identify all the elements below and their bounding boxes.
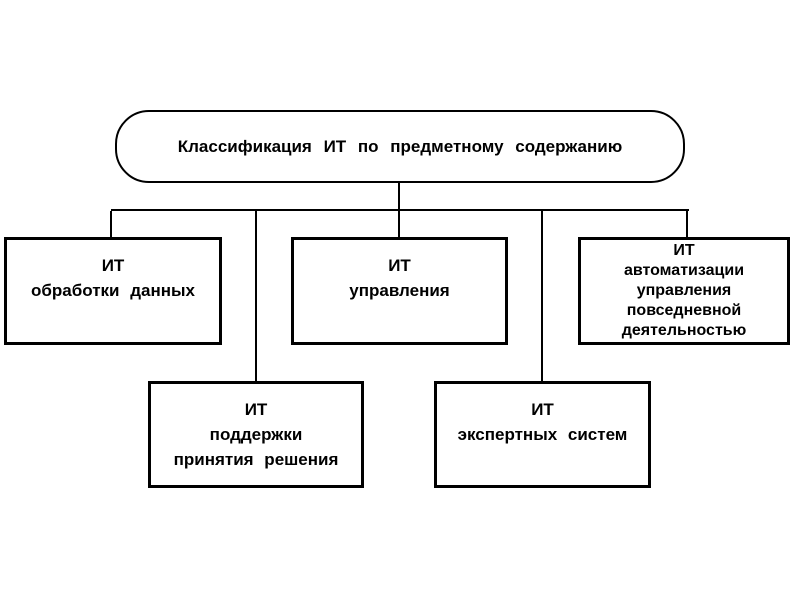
node-line: повседневной bbox=[626, 302, 742, 319]
node-it-daily-automation: ИТ автоматизации управления повседневной… bbox=[578, 237, 790, 345]
node-it-expert-systems: ИТ экспертных систем bbox=[434, 381, 651, 488]
connector-trunk bbox=[111, 209, 689, 211]
node-line: обработки данных bbox=[31, 281, 195, 300]
node-line: автоматизации bbox=[623, 262, 745, 279]
node-line: управления bbox=[349, 281, 450, 300]
connector-drop-daily-automation bbox=[686, 211, 688, 237]
root-node-classification: Классификация ИТ по предметному содержан… bbox=[115, 110, 685, 183]
node-line: ИТ bbox=[673, 242, 695, 259]
node-line: ИТ bbox=[244, 400, 268, 419]
node-line: поддержки bbox=[209, 425, 303, 444]
node-it-data-processing: ИТ обработки данных bbox=[4, 237, 222, 345]
node-line: ИТ bbox=[101, 256, 125, 275]
connector-drop-decision-support bbox=[255, 211, 257, 381]
node-line: принятия решения bbox=[173, 450, 339, 469]
node-line: управления bbox=[636, 282, 732, 299]
node-line: деятельностью bbox=[621, 322, 747, 339]
node-line: ИТ bbox=[531, 400, 554, 419]
node-line: экспертных систем bbox=[457, 425, 628, 444]
connector-drop-data-processing bbox=[110, 211, 112, 237]
node-it-management: ИТ управления bbox=[291, 237, 508, 345]
connector-drop-expert-systems bbox=[541, 211, 543, 381]
node-line: ИТ bbox=[388, 256, 411, 275]
root-node-label: Классификация ИТ по предметному содержан… bbox=[177, 136, 623, 156]
connector-root-drop bbox=[398, 183, 400, 210]
connector-drop-management bbox=[398, 211, 400, 237]
node-it-decision-support: ИТ поддержки принятия решения bbox=[148, 381, 364, 488]
